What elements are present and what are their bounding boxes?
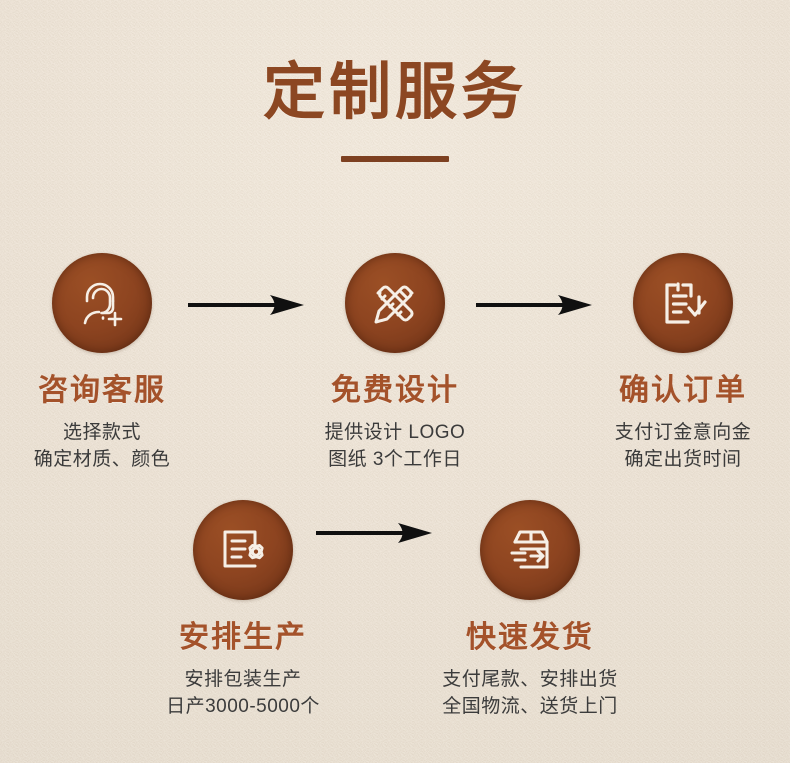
step-description: 提供设计 LOGO 图纸 3个工作日: [280, 419, 510, 474]
step-description-line: 提供设计 LOGO: [324, 421, 466, 443]
step-description-line: 支付订金意向金: [614, 421, 752, 443]
pencil-ruler-design-icon: [366, 274, 424, 332]
package-box-arrow-shipping-icon: [501, 522, 559, 578]
step-title: 确认订单: [619, 374, 747, 407]
arrow-step2-to-step3: [474, 292, 594, 318]
step-title: 安排生产: [179, 621, 307, 654]
arrow-step1-to-step2: [186, 292, 306, 318]
arrow-step4-to-step5: [314, 520, 434, 546]
step-item-consult-service: 咨询客服 选择款式 确定材质、颜色: [0, 253, 217, 474]
step-description: 选择款式 确定材质、颜色: [0, 419, 217, 474]
customer-service-headset-add-icon: [72, 273, 132, 333]
header: 定制服务: [0, 62, 790, 162]
step-icon-circle: [480, 500, 580, 600]
title-divider: [341, 156, 449, 162]
step-description-line: 日产3000-5000个: [166, 696, 320, 718]
step-description: 支付订金意向金 确定出货时间: [568, 419, 790, 474]
document-gear-production-icon: [215, 522, 271, 578]
step-description-line: 图纸 3个工作日: [328, 449, 462, 471]
step-item-free-design: 免费设计 提供设计 LOGO 图纸 3个工作日: [280, 253, 510, 474]
step-description-line: 选择款式: [62, 421, 141, 443]
step-item-arrange-production: 安排生产 安排包装生产 日产3000-5000个: [128, 500, 358, 721]
step-icon-circle: [345, 253, 445, 353]
step-description-line: 全国物流、送货上门: [442, 696, 618, 718]
step-title: 快速发货: [466, 621, 594, 654]
step-item-confirm-order: 确认订单 支付订金意向金 确定出货时间: [568, 253, 790, 474]
step-description: 支付尾款、安排出货 全国物流、送货上门: [415, 666, 645, 721]
step-title: 免费设计: [331, 374, 459, 407]
step-icon-circle: [633, 253, 733, 353]
step-title: 咨询客服: [38, 374, 166, 407]
step-icon-circle: [193, 500, 293, 600]
step-description: 安排包装生产 日产3000-5000个: [128, 666, 358, 721]
step-item-fast-shipping: 快速发货 支付尾款、安排出货 全国物流、送货上门: [415, 500, 645, 721]
step-description-line: 确定材质、颜色: [33, 449, 171, 471]
page-title: 定制服务: [262, 58, 527, 127]
step-icon-circle: [52, 253, 152, 353]
clipboard-checklist-check-icon: [655, 275, 711, 331]
step-description-line: 支付尾款、安排出货: [442, 668, 618, 690]
step-description-line: 确定出货时间: [624, 449, 742, 471]
step-description-line: 安排包装生产: [184, 668, 302, 690]
